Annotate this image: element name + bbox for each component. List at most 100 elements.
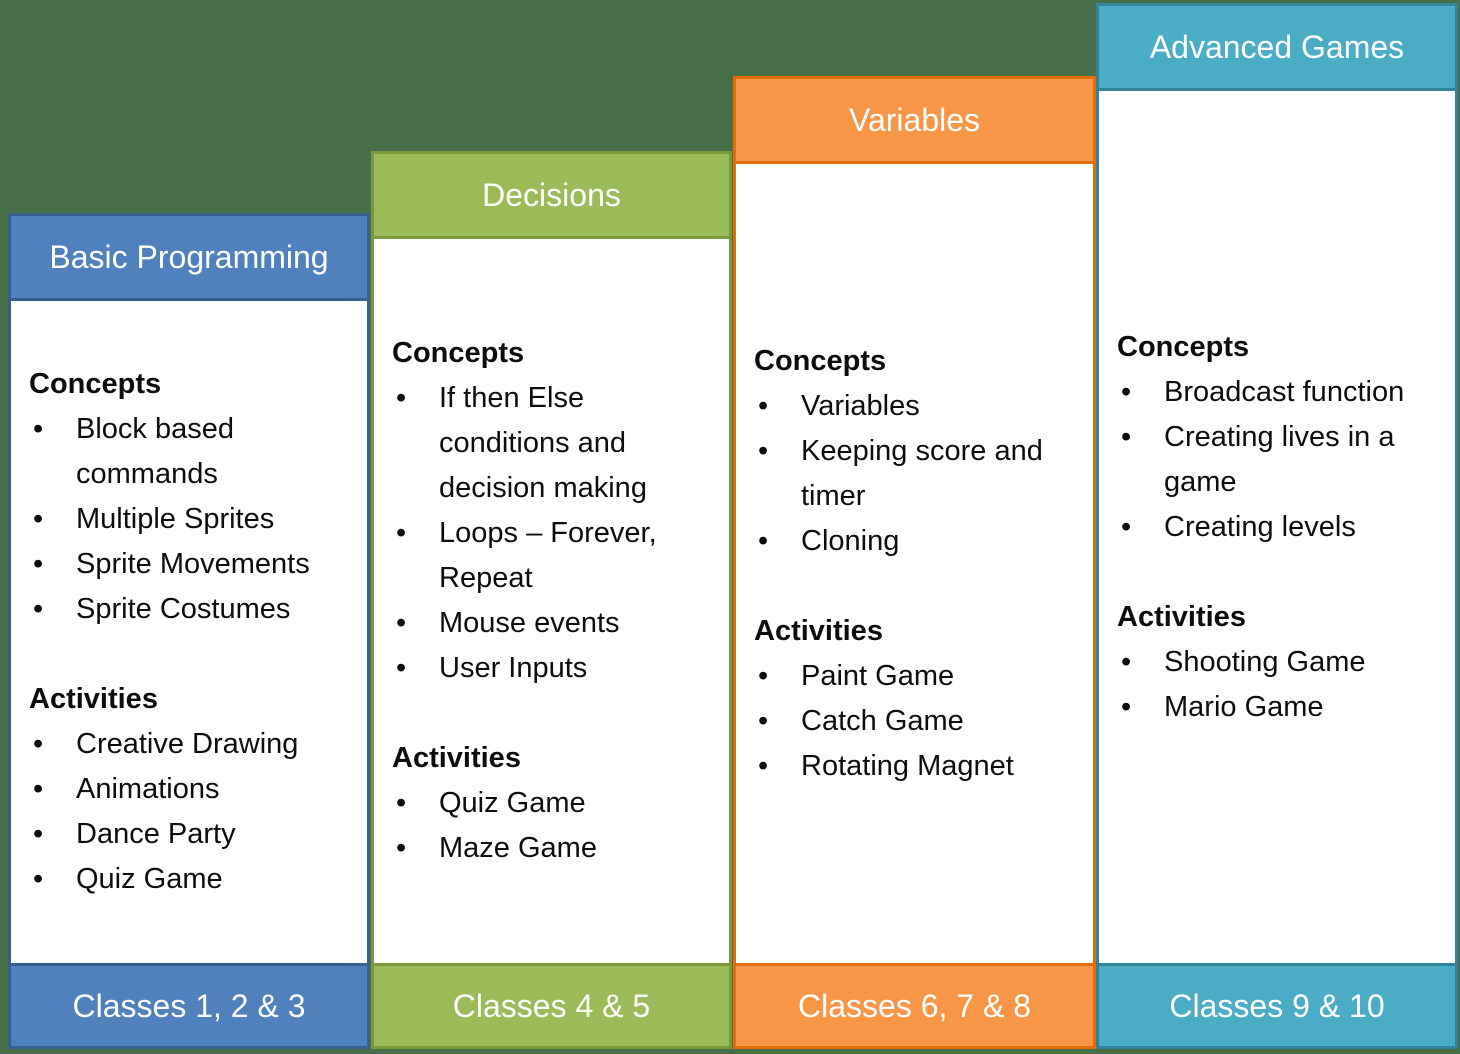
bullet-glyph: • <box>758 434 769 467</box>
list-item-text: Dance Party <box>76 818 236 850</box>
bullet-glyph: • <box>33 548 44 580</box>
bullet-glyph: • <box>33 413 44 445</box>
list-item: • If then Else conditions and decision ma… <box>392 376 711 511</box>
list-item: • Cloning <box>754 519 1075 564</box>
list-item-text: Animations <box>76 773 220 805</box>
column-footer: Classes 6, 7 & 8 <box>733 963 1096 1049</box>
list-item-text: Loops – Forever, Repeat <box>439 517 657 594</box>
bullet-glyph: • <box>1121 375 1132 408</box>
list-item-text: Variables <box>801 389 920 422</box>
list-item: • Mouse events <box>392 601 711 646</box>
list-item: • Dance Party <box>29 812 349 857</box>
list-item-text: Maze Game <box>439 832 597 864</box>
concepts-list: • Broadcast function • Creating lives in a … <box>1117 370 1437 550</box>
list-item-text: Rotating Magnet <box>801 749 1014 782</box>
list-item: • Creating lives in a game <box>1117 415 1437 505</box>
activities-heading: Activities <box>29 683 158 715</box>
column-variables: Variables Concepts • Variables • Keeping sc… <box>733 0 1096 1054</box>
bullet-glyph: • <box>396 607 407 639</box>
list-item: • Variables <box>754 384 1075 429</box>
list-item: • Rotating Magnet <box>754 744 1075 789</box>
concepts-list: • Block based commands • Multiple Sprites • S… <box>29 407 349 632</box>
bullet-glyph: • <box>758 389 769 422</box>
column-title: Basic Programming <box>49 238 329 275</box>
bullet-glyph: • <box>758 749 769 782</box>
bullet-glyph: • <box>396 652 407 684</box>
column-body: Concepts • If then Else conditions and de… <box>371 236 732 966</box>
column-basic-programming: Basic Programming Concepts •Block based … <box>8 0 370 1054</box>
list-item: • Sprite Costumes <box>29 587 349 632</box>
list-item: • Paint Game <box>754 654 1075 699</box>
list-item: • Animations <box>29 767 349 812</box>
list-item: •Quiz Game <box>29 857 349 902</box>
list-item-text: Shooting Game <box>1164 645 1366 678</box>
column-header: Basic Programming <box>8 213 370 301</box>
list-item: • Creative Drawing <box>29 722 349 767</box>
column-body: Concepts • Broadcast function • Creating li… <box>1096 88 1458 966</box>
bullet-glyph: • <box>33 818 44 850</box>
bullet-glyph: • <box>396 517 407 549</box>
classes-label: Classes 1, 2 & 3 <box>72 987 306 1024</box>
bullet-glyph: • <box>396 787 407 819</box>
activities-heading: Activities <box>1117 600 1246 633</box>
classes-label: Classes 4 & 5 <box>452 987 651 1024</box>
list-item: • Quiz Game <box>392 781 711 826</box>
list-item: • Sprite Movements <box>29 542 349 587</box>
list-item: • Multiple Sprites <box>29 497 349 542</box>
activities-list: • Quiz Game • Maze Game <box>392 781 711 871</box>
column-title: Decisions <box>482 176 621 213</box>
bullet-glyph: • <box>396 832 407 864</box>
list-item-text: Quiz Game <box>439 787 586 819</box>
list-item-text: Block based commands <box>76 413 234 490</box>
bullet-glyph: • <box>1121 690 1132 723</box>
bullet-glyph: • <box>33 503 44 535</box>
list-item-text: Broadcast function <box>1164 375 1405 408</box>
bullet-glyph: • <box>396 382 407 414</box>
column-header: Variables <box>733 76 1096 164</box>
list-item-text: Creating levels <box>1164 510 1356 543</box>
list-item-text: Sprite Costumes <box>76 593 291 625</box>
list-item: • Block based commands <box>29 407 349 497</box>
bullet-glyph: • <box>33 773 44 805</box>
classes-label: Classes 9 & 10 <box>1169 987 1385 1024</box>
concepts-heading: Concepts <box>754 344 887 377</box>
activities-list: •Shooting Game • Mario Game <box>1117 640 1437 730</box>
bullet-glyph: • <box>758 659 769 692</box>
bullet-glyph: • <box>33 728 44 760</box>
concepts-heading: Concepts <box>392 337 525 369</box>
bullet-glyph: • <box>1121 510 1132 543</box>
list-item-text: Keeping score and timer <box>801 434 1043 512</box>
list-item: • Mario Game <box>1117 685 1437 730</box>
list-item-text: Cloning <box>801 524 900 557</box>
bullet-glyph: • <box>33 593 44 625</box>
concepts-list: • If then Else conditions and decision ma… <box>392 376 711 691</box>
list-item-text: If then Else conditions and decision mak… <box>439 382 647 504</box>
concepts-heading: Concepts <box>1117 330 1250 363</box>
list-item-text: Creative Drawing <box>76 728 299 760</box>
activities-heading: Activities <box>392 742 521 774</box>
classes-label: Classes 6, 7 & 8 <box>798 987 1031 1024</box>
list-item: • Keeping score and timer <box>754 429 1075 519</box>
list-item: • User Inputs <box>392 646 711 691</box>
list-item: • Broadcast function <box>1117 370 1437 415</box>
list-item-text: Creating lives in a game <box>1164 420 1395 498</box>
column-header: Advanced Games <box>1096 3 1458 91</box>
list-item-text: Paint Game <box>801 659 955 692</box>
list-item-text: Multiple Sprites <box>76 503 275 535</box>
list-item-text: Mario Game <box>1164 690 1324 723</box>
concepts-list: • Variables • Keeping score and timer • Cloni… <box>754 384 1075 564</box>
bullet-glyph: • <box>758 524 769 557</box>
list-item: • Loops – Forever, Repeat <box>392 511 711 601</box>
list-item-text: User Inputs <box>439 652 588 684</box>
list-item: •Shooting Game <box>1117 640 1437 685</box>
column-footer: Classes 1, 2 & 3 <box>8 963 370 1049</box>
column-footer: Classes 9 & 10 <box>1096 963 1458 1049</box>
column-header: Decisions <box>371 151 732 239</box>
bullet-glyph: • <box>758 704 769 737</box>
bullet-glyph: • <box>1121 420 1132 453</box>
column-title: Variables <box>848 101 981 138</box>
bullet-glyph: • <box>33 863 44 895</box>
list-item-text: Mouse events <box>439 607 620 639</box>
list-item-text: Sprite Movements <box>76 548 310 580</box>
activities-heading: Activities <box>754 614 883 647</box>
